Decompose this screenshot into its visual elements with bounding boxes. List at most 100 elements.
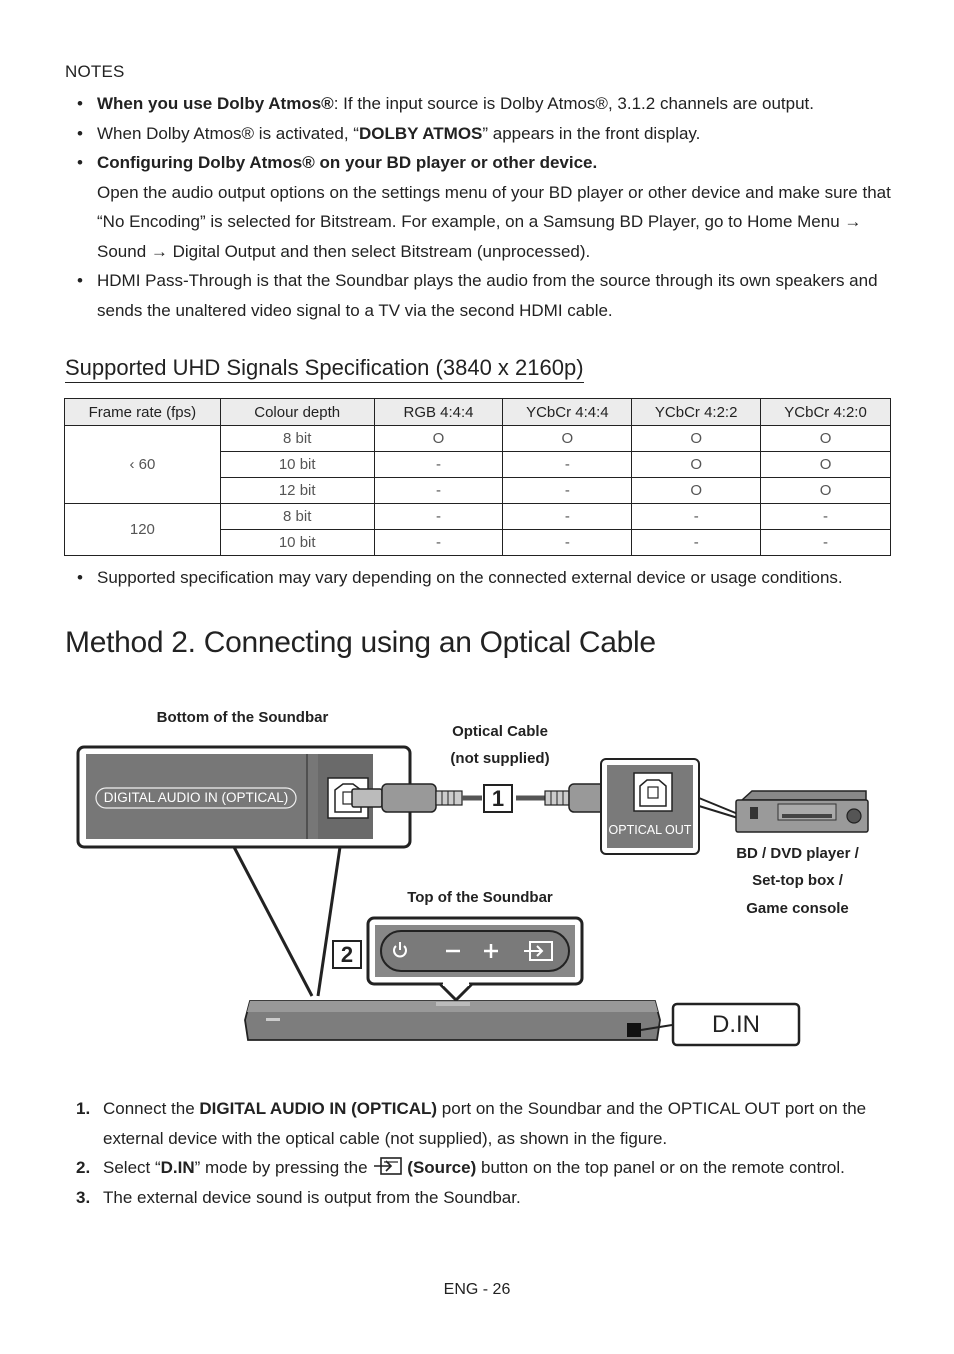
step-bold: (Source) [407, 1158, 477, 1177]
table-cell: O [760, 425, 891, 452]
steps-list: 1. Connect the DIGITAL AUDIO IN (OPTICAL… [76, 1094, 906, 1212]
optical-plug-left [351, 783, 482, 813]
note-item: • When you use Dolby Atmos®: If the inpu… [65, 89, 895, 119]
step-2-number: 2 [340, 942, 354, 967]
step-2-badge [332, 940, 362, 969]
not-supplied-label: (not supplied) [450, 750, 550, 767]
step-number: 1. [76, 1099, 91, 1118]
step-1-number: 1 [491, 786, 505, 811]
bottom-of-soundbar-label: Bottom of the Soundbar [156, 709, 329, 726]
optical-out-port-label: OPTICAL OUT [608, 823, 692, 837]
note-item: • HDMI Pass-Through is that the Soundbar… [65, 266, 895, 325]
step-bold: DIGITAL AUDIO IN (OPTICAL) [199, 1099, 438, 1118]
table-header-cell: Colour depth [219, 398, 375, 426]
table-cell: O [373, 425, 504, 452]
table-cell: - [502, 477, 633, 504]
uhd-heading: Supported UHD Signals Specification (384… [65, 355, 584, 383]
table-cell: - [502, 451, 633, 478]
source-icon [524, 941, 553, 961]
note-text: ” appears in the front display. [482, 123, 701, 143]
note-text: When Dolby Atmos® is activated, “ [97, 123, 359, 143]
note-item: • Configuring Dolby Atmos® on your BD pl… [65, 148, 895, 266]
table-header-cell: Frame rate (fps) [64, 398, 221, 426]
step-number: 3. [76, 1187, 91, 1207]
table-cell: - [760, 529, 891, 556]
notes-title: NOTES [65, 62, 125, 81]
step-text: The external device sound is output from… [103, 1187, 521, 1207]
soundbar [244, 1000, 673, 1041]
device-label-line2: Set-top box / [752, 872, 843, 889]
power-icon [393, 942, 407, 958]
step-text: Connect the [103, 1099, 200, 1118]
table-cell: - [502, 529, 633, 556]
table-row: 10 bit - - O O [65, 451, 891, 478]
table-row: 120 8 bit - - - - [64, 503, 891, 556]
table-cell: O [760, 477, 891, 504]
step-item: 2. Select “D.IN” mode by pressing the (S… [76, 1153, 906, 1183]
note-text: HDMI Pass-Through is that the Soundbar p… [97, 271, 878, 320]
note-item: • Supported specification may vary depen… [65, 566, 925, 590]
spec-note: • Supported specification may vary depen… [65, 566, 925, 590]
note-bold: Configuring Dolby Atmos® on your BD play… [97, 153, 598, 172]
note-text: : If the input source is Dolby Atmos®, 3… [333, 94, 814, 113]
bullet: • [77, 94, 83, 113]
bullet: • [77, 153, 83, 172]
bullet: • [77, 271, 83, 290]
bullet: • [77, 568, 83, 587]
front-display-text: D.IN [712, 1011, 760, 1038]
optical-cable-label: Optical Cable [452, 723, 548, 740]
front-display-callout [671, 1002, 801, 1047]
step-item: 1. Connect the DIGITAL AUDIO IN (OPTICAL… [76, 1094, 906, 1153]
optical-out-panel [600, 758, 700, 855]
table-header-cell: YCbCr 4:2:2 [631, 398, 762, 426]
table-cell: O [631, 425, 762, 452]
table-cell: O [631, 451, 762, 478]
table-cell: O [631, 477, 762, 504]
step-number: 2. [76, 1158, 91, 1177]
note-text: Open the audio output options on the set… [97, 182, 891, 261]
note-text: Supported specification may vary dependi… [97, 568, 843, 587]
step-item: 3. The external device sound is output f… [76, 1183, 906, 1213]
top-of-soundbar-label: Top of the Soundbar [407, 889, 553, 906]
digital-audio-in-port-label: DIGITAL AUDIO IN (OPTICAL) [103, 790, 289, 805]
table-cell: O [760, 451, 891, 478]
table-cell: - [373, 529, 504, 556]
table-cell: 8 bit [219, 425, 375, 452]
source-icon [374, 1157, 403, 1175]
table-header-cell: RGB 4:4:4 [373, 398, 504, 426]
volume-up-icon [484, 944, 498, 958]
bottom-callout-lines [232, 846, 342, 997]
step-1-badge [483, 784, 513, 813]
top-control-panel [366, 916, 584, 1003]
step-text: ” mode by pressing the [194, 1158, 373, 1177]
table-cell: - [631, 529, 762, 556]
table-header-row: Frame rate (fps) Colour depth RGB 4:4:4 … [64, 398, 891, 426]
bd-player-device [735, 790, 869, 833]
table-row: ‹ 60 8 bit O O O O [64, 425, 891, 504]
note-item: • When Dolby Atmos® is activated, “DOLBY… [65, 119, 895, 149]
step-text: port on the Soundbar and the OPTICAL OUT… [103, 1099, 867, 1148]
table-cell: 10 bit [219, 451, 375, 478]
note-bold: DOLBY ATMOS [358, 123, 483, 143]
table-header-cell: YCbCr 4:4:4 [502, 398, 633, 426]
device-label-line3: Game console [746, 900, 849, 917]
step-text: button on the top panel or on the remote… [476, 1158, 845, 1177]
table-header-cell: YCbCr 4:2:0 [760, 398, 891, 426]
table-cell: 10 bit [219, 529, 375, 556]
device-label-line1: BD / DVD player / [736, 845, 859, 862]
page-footer: ENG - 26 [443, 1281, 511, 1298]
table-cell: - [373, 503, 504, 530]
notes-list: • When you use Dolby Atmos®: If the inpu… [65, 89, 895, 325]
frame-rate-cell: 120 [64, 503, 221, 556]
table-row: 10 bit - - - - [65, 529, 891, 556]
step-text: Select “ [103, 1158, 161, 1177]
table-cell: - [631, 503, 762, 530]
uhd-spec-table: Frame rate (fps) Colour depth RGB 4:4:4 … [64, 398, 891, 556]
device-callout-lines [698, 797, 739, 819]
step-bold: D.IN [160, 1158, 195, 1177]
method-heading: Method 2. Connecting using an Optical Ca… [65, 626, 656, 659]
note-bold: When you use Dolby Atmos® [97, 94, 334, 113]
bullet: • [77, 123, 83, 143]
frame-rate-cell: ‹ 60 [64, 425, 221, 504]
